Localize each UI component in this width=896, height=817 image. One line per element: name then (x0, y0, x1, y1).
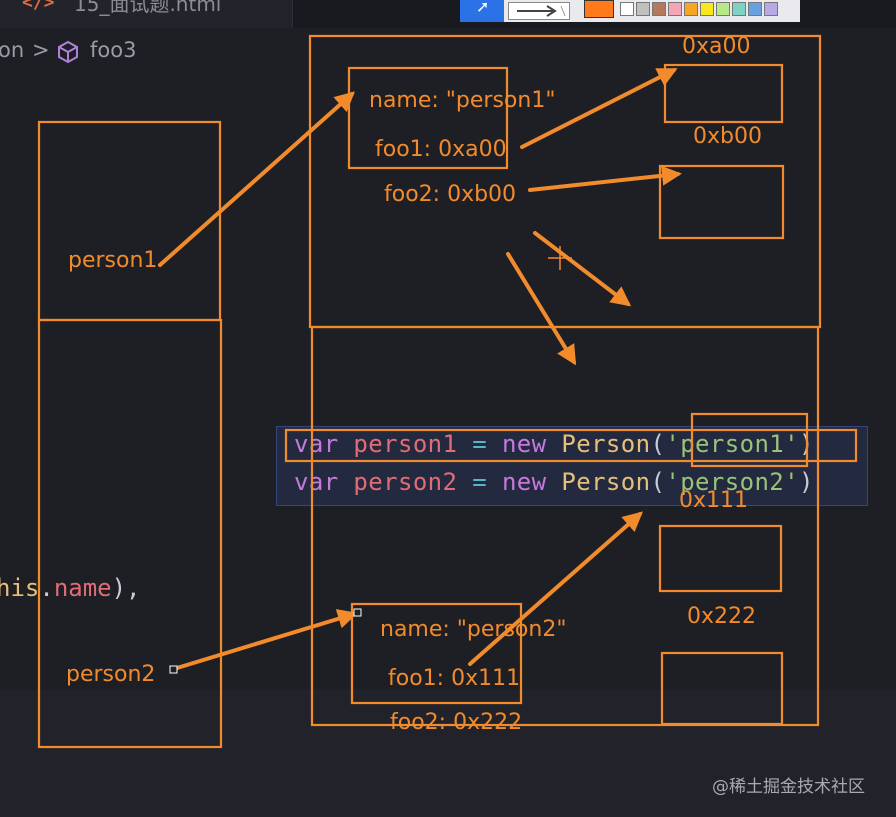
pen-style-button[interactable] (508, 2, 570, 20)
palette-swatch[interactable] (684, 2, 698, 16)
arrow-foo2-to-0xb00 (528, 165, 682, 192)
label-object2-foo1: foo1: 0x111 (388, 666, 521, 691)
palette-swatch[interactable] (652, 2, 666, 16)
label-addr-0x222: 0x222 (687, 604, 757, 629)
label-addr-0xa00: 0xa00 (682, 34, 751, 59)
breadcrumb-item-prev[interactable]: on (0, 38, 25, 62)
method-cube-icon (56, 40, 80, 69)
label-object2-foo2: foo2: 0x222 (390, 710, 523, 735)
label-object2-name: name: "person2" (380, 617, 567, 642)
label-person1: person1 (68, 248, 158, 273)
arrow-person2-to-object (175, 609, 358, 670)
object-box-person1 (347, 66, 509, 170)
palette-swatch[interactable] (620, 2, 634, 16)
pen-style-icon (517, 5, 566, 17)
palette-swatch[interactable] (748, 2, 762, 16)
function-box-0x222 (660, 651, 784, 726)
code-token: person1 (353, 430, 458, 458)
code-token: new (501, 468, 547, 496)
code-line-partial[interactable]: his.name), (0, 574, 141, 602)
code-line-person2[interactable]: var person2 = new Person('person2') (294, 468, 814, 496)
palette-swatch[interactable] (700, 2, 714, 16)
resize-handle-icon[interactable] (353, 608, 362, 617)
palette-swatch[interactable] (764, 2, 778, 16)
breadcrumb-item-current[interactable]: foo3 (90, 38, 137, 62)
code-token: Person (561, 468, 651, 496)
code-box-person1-arg (690, 412, 809, 468)
label-addr-0xb00: 0xb00 (693, 124, 762, 149)
current-color-swatch[interactable] (584, 0, 614, 18)
stack-frame-person1 (37, 120, 222, 322)
code-token: = (472, 468, 488, 496)
code-token: = (472, 430, 488, 458)
code-token: new (501, 430, 547, 458)
function-box-0xa00 (663, 63, 784, 124)
code-token: ( (650, 468, 666, 496)
label-object1-name: name: "person1" (369, 88, 556, 113)
arrow-heap-diagonal-2 (506, 252, 577, 366)
arrow-foo1-to-0x111 (468, 511, 643, 666)
palette-swatch[interactable] (636, 2, 650, 16)
code-token: his (0, 574, 40, 602)
label-person2: person2 (66, 662, 156, 687)
object-box-person2 (350, 602, 523, 705)
arrow-tool-icon: ➚ (476, 0, 490, 16)
code-token: ), (111, 574, 141, 602)
arrow-tool-button[interactable]: ➚ (460, 0, 504, 22)
label-addr-0x111: 0x111 (679, 488, 749, 513)
arrow-heap-diagonal-1 (533, 231, 632, 307)
editor-lower-area (0, 690, 896, 817)
resize-handle-icon[interactable] (169, 665, 178, 674)
crosshair-cursor-icon (548, 246, 572, 270)
code-token: var (294, 468, 339, 496)
function-box-0x111 (658, 524, 783, 593)
code-token: name (53, 574, 112, 602)
arrow-foo1-to-0xa00 (520, 68, 678, 149)
breadcrumb-separator: > (32, 38, 50, 62)
function-box-0xb00 (658, 164, 785, 240)
code-line-person1[interactable]: var person1 = new Person('person1') (294, 430, 814, 458)
palette-swatch[interactable] (732, 2, 746, 16)
stack-frame-person2 (37, 318, 223, 749)
label-object1-foo2: foo2: 0xb00 (384, 182, 517, 207)
editor-tab[interactable]: </> 15_面试题.html (0, 0, 293, 28)
code-token: . (39, 574, 54, 602)
palette-swatch[interactable] (716, 2, 730, 16)
label-object1-foo1: foo1: 0xa00 (375, 137, 507, 162)
watermark: @稀土掘金技术社区 (712, 777, 865, 797)
code-token: Person (561, 430, 651, 458)
code-token: ) (799, 468, 814, 496)
code-token: person2 (353, 468, 458, 496)
code-token: 'person1' (665, 430, 799, 458)
code-token: 'person2' (665, 468, 799, 496)
arrow-person1-to-object (158, 91, 355, 267)
code-token: var (294, 430, 339, 458)
heap-region-person2 (310, 325, 820, 727)
html-file-icon: </> (22, 0, 55, 13)
code-box-person1-line (284, 428, 858, 463)
code-token: ( (650, 430, 666, 458)
tab-title: 15_面试题.html (74, 0, 222, 16)
palette-swatch[interactable] (668, 2, 682, 16)
